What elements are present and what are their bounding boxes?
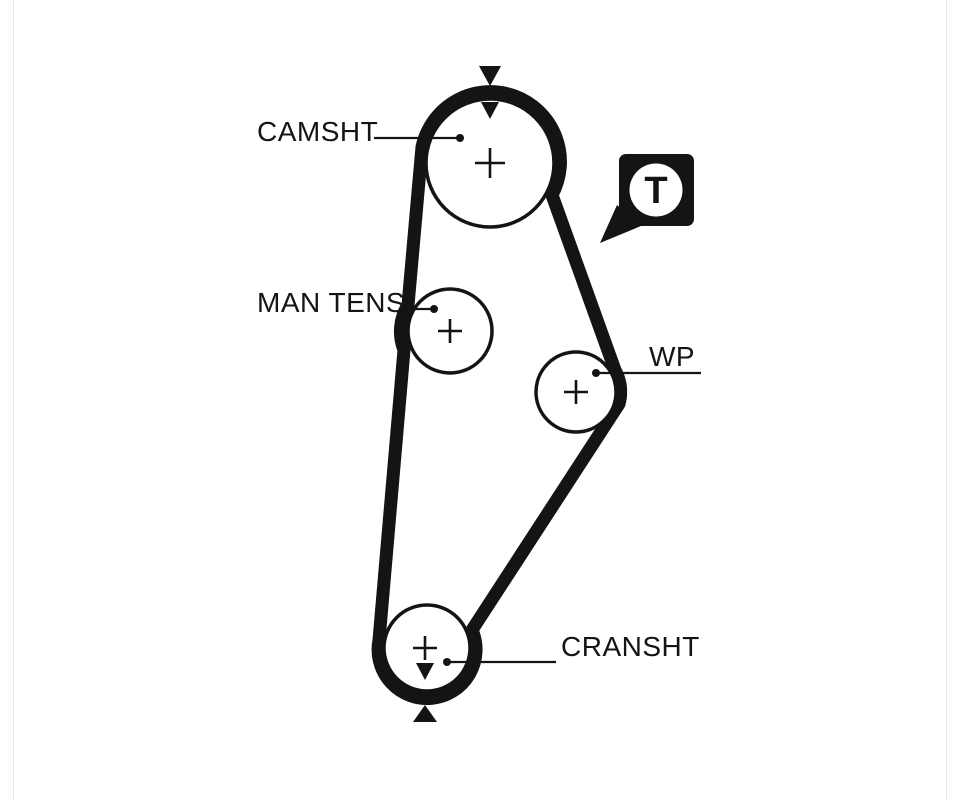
manual-tensioner-center-mark [438,319,462,343]
water-pump-center-mark [564,380,588,404]
top-inner-alignment-arrow-icon [481,102,499,119]
camshaft-center-mark [475,148,505,178]
manual-tensioner-label: MAN TENS [257,287,405,318]
manual-tensioner-leader-line [400,305,438,313]
timing-belt [371,85,628,706]
crankshaft-center-mark [413,636,437,660]
timing-badge-circle [629,163,683,217]
camshaft-label: CAMSHT [257,116,378,147]
frame-border-right [946,0,947,800]
bottom-outer-alignment-arrow-icon [413,705,437,722]
water-pump-label: WP [649,341,695,372]
crankshaft-leader-line [443,658,556,666]
water-pump-leader-line [592,369,701,377]
timing-badge-letter: T [644,170,667,212]
timing-badge-tail [600,205,641,243]
bottom-inner-alignment-arrow-icon [416,663,434,680]
timing-badge: T [600,154,694,243]
camshaft-leader-line [374,134,464,142]
crankshaft-label: CRANSHT [561,631,700,662]
top-outer-alignment-arrow-icon [479,66,501,86]
frame-border-left [13,0,14,800]
